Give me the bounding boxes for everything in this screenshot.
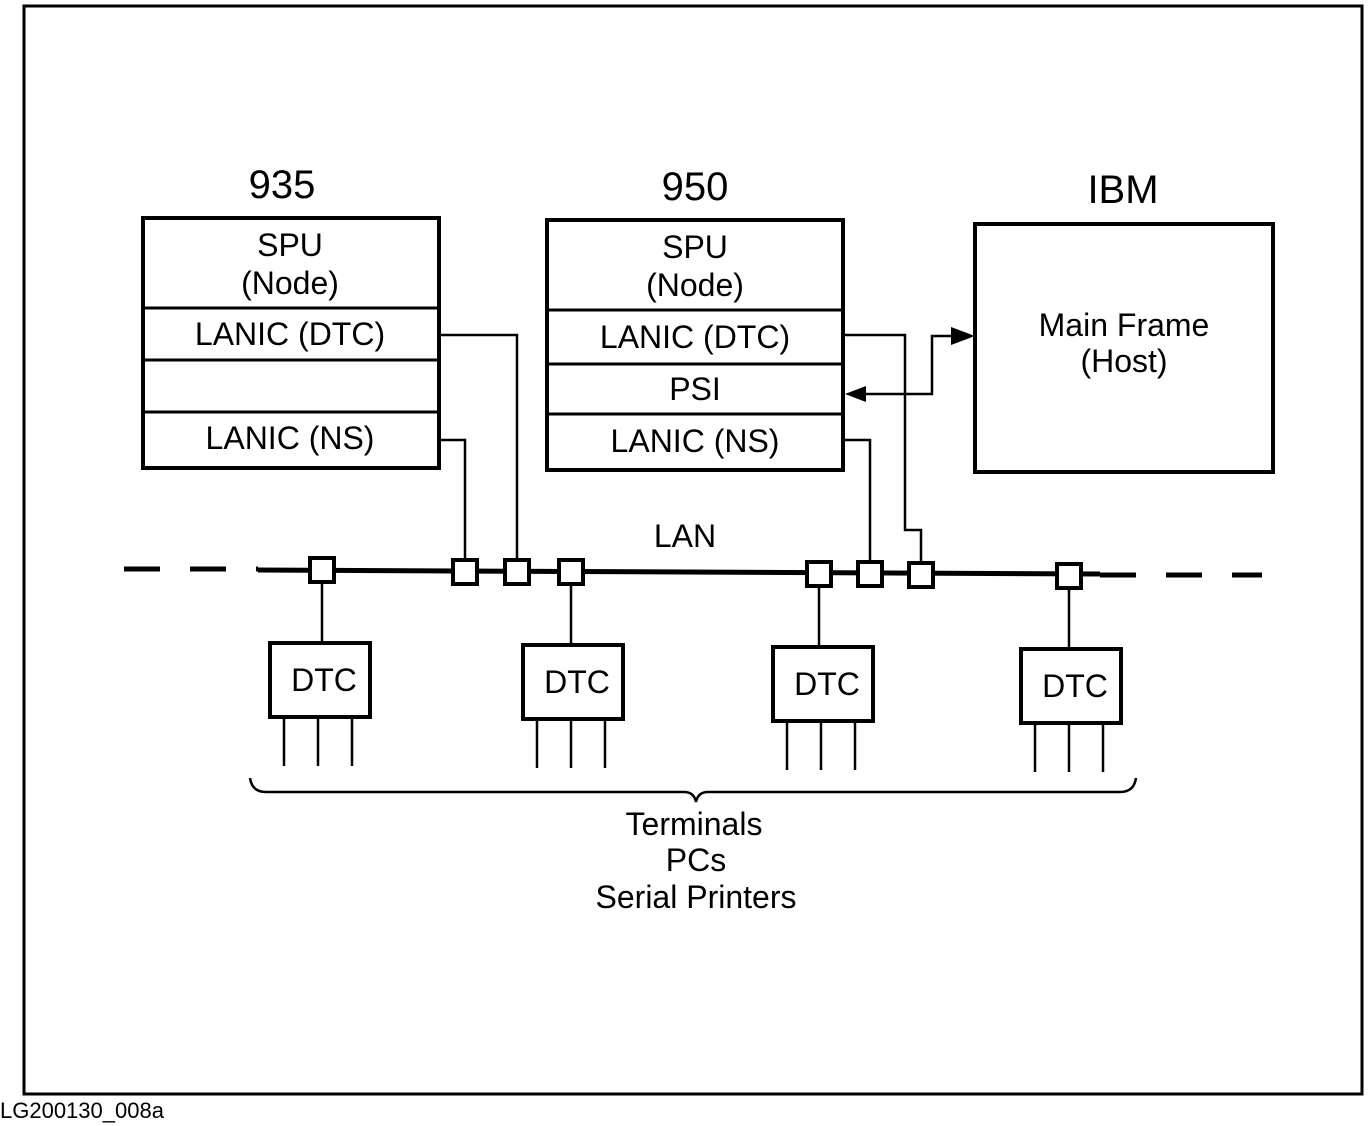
lanic-ns-label: LANIC (NS) xyxy=(611,423,780,459)
dtc-unit-1: DTC xyxy=(268,641,372,766)
wire-psi-ibm xyxy=(862,334,952,396)
dtc-label: DTC xyxy=(544,664,610,700)
wire-950-lanic-ns xyxy=(843,438,872,564)
system-935-box xyxy=(141,216,441,470)
node-label: (Node) xyxy=(241,265,339,301)
ibm-box xyxy=(973,222,1275,474)
figure-id: LG200130_008a xyxy=(0,1098,164,1123)
lan-tap xyxy=(503,558,531,586)
system-935-title: 935 xyxy=(249,163,316,207)
host-label: (Host) xyxy=(1080,343,1167,379)
system-950-box xyxy=(545,218,845,472)
dtc-box xyxy=(521,643,625,721)
mainframe-label: Main Frame xyxy=(1039,307,1210,343)
arrow-to-ibm xyxy=(951,327,975,345)
system-950: 950 SPU (Node) LANIC (DTC) PSI LANIC (NS… xyxy=(545,165,845,472)
dtc-box xyxy=(771,645,875,723)
wire-935-lanic-ns xyxy=(439,438,467,562)
system-950-title: 950 xyxy=(662,165,729,209)
lanic-dtc-label: LANIC (DTC) xyxy=(600,319,790,355)
lan-tap xyxy=(856,560,884,588)
dtc-unit-4: DTC xyxy=(1019,647,1123,772)
node-label: (Node) xyxy=(646,267,744,303)
dtc-label: DTC xyxy=(291,662,357,698)
lan-tap xyxy=(451,558,479,586)
lan-tap xyxy=(1055,562,1083,590)
serial-printers-label: Serial Printers xyxy=(596,879,797,915)
pcs-label: PCs xyxy=(666,842,726,878)
dtc-box xyxy=(268,641,372,719)
dtc-unit-3: DTC xyxy=(771,645,875,770)
wire-950-lanic-dtc xyxy=(843,333,923,564)
lan-tap xyxy=(557,558,585,586)
psi-label: PSI xyxy=(669,371,721,407)
spu-label: SPU xyxy=(662,229,728,265)
spu-label: SPU xyxy=(257,227,323,263)
dtc-label: DTC xyxy=(794,666,860,702)
wire-935-lanic-dtc xyxy=(439,333,519,562)
devices-brace xyxy=(248,777,1138,803)
ibm-title: IBM xyxy=(1087,168,1158,212)
dtc-unit-2: DTC xyxy=(521,643,625,768)
lan-backbone xyxy=(257,567,1101,577)
arrow-to-psi xyxy=(845,386,866,402)
lan-tap xyxy=(805,560,833,588)
lanic-ns-label: LANIC (NS) xyxy=(206,420,375,456)
figure-frame xyxy=(22,4,1364,1096)
lan-label: LAN xyxy=(654,518,716,554)
dtc-label: DTC xyxy=(1042,668,1108,704)
dtc-box xyxy=(1019,647,1123,725)
lan-tap xyxy=(308,556,336,584)
terminals-label: Terminals xyxy=(626,806,763,842)
lanic-dtc-label: LANIC (DTC) xyxy=(195,316,385,352)
ibm-mainframe: IBM Main Frame (Host) xyxy=(973,168,1275,474)
lan-tap xyxy=(907,561,935,589)
system-935: 935 SPU (Node) LANIC (DTC) LANIC (NS) xyxy=(141,163,441,470)
